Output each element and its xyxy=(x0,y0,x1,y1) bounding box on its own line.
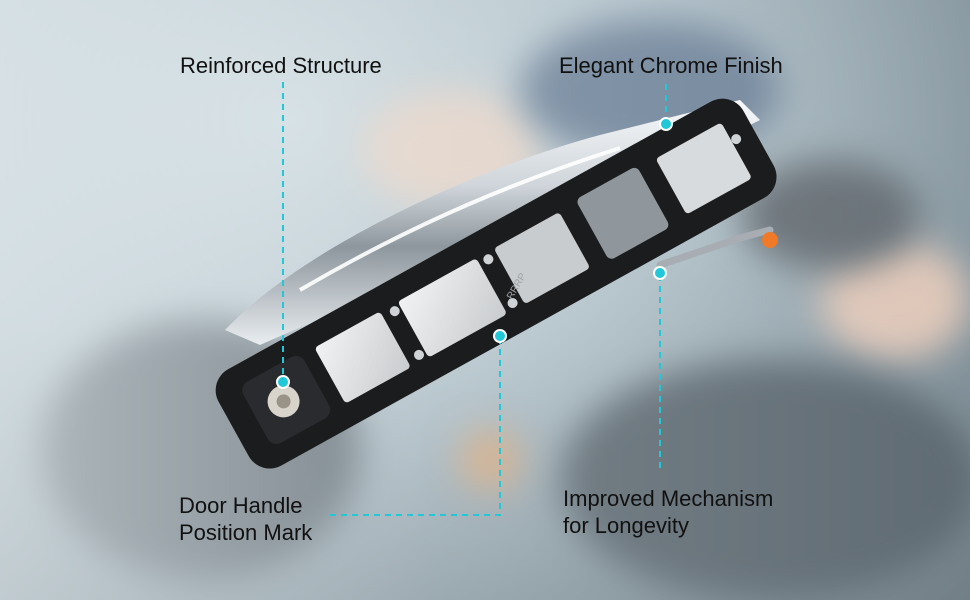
callout-reinforced-structure: Reinforced Structure xyxy=(180,52,382,79)
callout-dot-chrome xyxy=(659,117,673,131)
callout-chrome-text: Elegant Chrome Finish xyxy=(559,53,783,78)
callout-chrome-finish: Elegant Chrome Finish xyxy=(559,52,783,79)
callout-reinforced-text: Reinforced Structure xyxy=(180,53,382,78)
callout-position-mark: Door Handle Position Mark xyxy=(179,492,312,546)
callout-mechanism-line1: Improved Mechanism xyxy=(563,486,774,511)
release-lever xyxy=(656,226,774,269)
callout-mechanism: Improved Mechanism for Longevity xyxy=(563,485,773,539)
chrome-highlight xyxy=(298,146,621,292)
callout-position-mark-line2: Position Mark xyxy=(179,520,313,545)
callout-position-mark-line1: Door Handle xyxy=(179,493,303,518)
callout-mechanism-line2: for Longevity xyxy=(563,513,689,538)
callout-dot-position-mark xyxy=(493,329,507,343)
callout-dot-reinforced xyxy=(276,375,290,389)
callout-dot-mechanism xyxy=(653,266,667,280)
callout-line-position-mark xyxy=(330,338,501,516)
handle-housing xyxy=(215,98,777,469)
lever-tip xyxy=(762,232,778,248)
